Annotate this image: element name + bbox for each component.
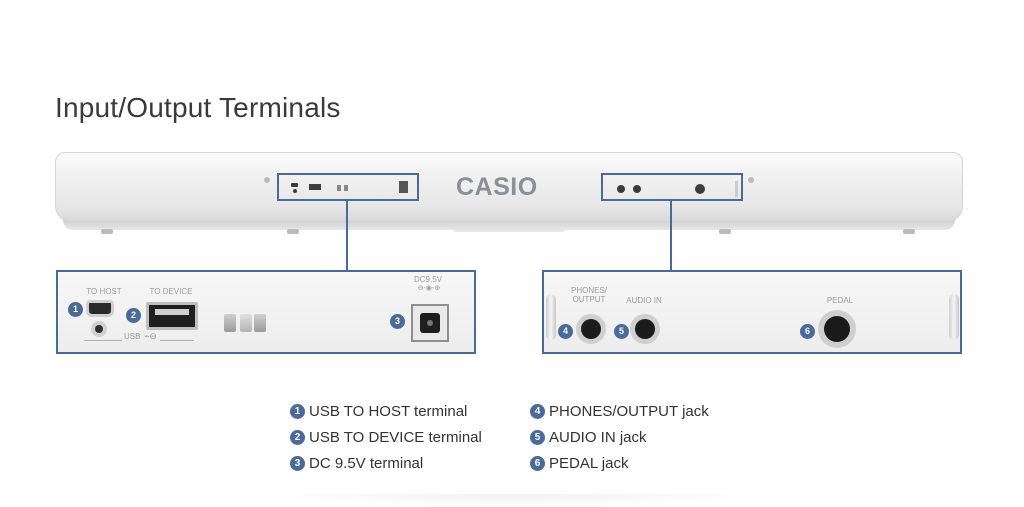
usb-a-port xyxy=(146,302,198,330)
keyboard-foot xyxy=(287,229,299,234)
connector-line-left xyxy=(346,200,348,270)
switch-grip xyxy=(240,314,252,332)
page-title: Input/Output Terminals xyxy=(55,92,341,123)
mini-pedal-jack xyxy=(695,184,705,194)
legend-number: 6 xyxy=(530,455,545,471)
badge-2: 2 xyxy=(126,308,141,323)
legend-right: 4 PHONES/OUTPUT jack 5 AUDIO IN jack 6 P… xyxy=(530,398,709,476)
mini-audio-jack xyxy=(633,185,641,193)
switch-grip xyxy=(254,314,266,332)
legend-left: 1 USB TO HOST terminal 2 USB TO DEVICE t… xyxy=(290,398,482,476)
pedal-label: PEDAL xyxy=(826,296,854,305)
dc-polarity-icon: ⊖-◉-⊕ xyxy=(417,285,441,292)
side-nub-right xyxy=(949,294,959,340)
screw xyxy=(264,177,270,183)
side-nub-left xyxy=(546,294,556,340)
legend-text: PEDAL jack xyxy=(549,454,629,472)
usb-symbol-icon: ⌁⊖ xyxy=(144,331,157,341)
legend-number: 4 xyxy=(530,403,545,419)
legend-text: DC 9.5V terminal xyxy=(309,454,424,472)
legend-text: USB TO DEVICE terminal xyxy=(309,428,482,446)
usb-bracket-left xyxy=(84,336,122,341)
bottom-shadow xyxy=(255,494,775,507)
audio-in-jack xyxy=(630,314,660,344)
mini-nub xyxy=(735,181,738,197)
left-detail-panel: TO HOST TO DEVICE DC9.5V ⊖-◉-⊕ 1 2 USB ⌁… xyxy=(56,270,476,354)
legend-item: 6 PEDAL jack xyxy=(530,450,709,476)
legend-item: 1 USB TO HOST terminal xyxy=(290,398,482,424)
mini-switch xyxy=(344,185,348,191)
badge-6: 6 xyxy=(800,324,815,339)
dc-jack xyxy=(411,304,449,342)
legend-number: 5 xyxy=(530,429,545,445)
legend-text: AUDIO IN jack xyxy=(549,428,647,446)
badge-4: 4 xyxy=(558,324,573,339)
micro-usb-port xyxy=(86,300,114,317)
right-detail-panel: PHONES/ OUTPUT AUDIO IN PEDAL 4 5 6 xyxy=(542,270,962,354)
legend-number: 1 xyxy=(290,403,305,419)
usb-bracket-right xyxy=(160,336,194,341)
phones-jack xyxy=(576,314,606,344)
connector-line-right xyxy=(670,200,672,270)
legend-item: 2 USB TO DEVICE terminal xyxy=(290,424,482,450)
audio-in-label: AUDIO IN xyxy=(626,296,662,305)
right-terminal-highlight xyxy=(601,173,743,201)
badge-5: 5 xyxy=(614,324,629,339)
legend-item: 3 DC 9.5V terminal xyxy=(290,450,482,476)
dc-label: DC9.5V xyxy=(413,275,442,284)
switch-grip xyxy=(224,314,236,332)
keyboard-foot xyxy=(903,229,915,234)
legend-item: 4 PHONES/OUTPUT jack xyxy=(530,398,709,424)
mini-switch xyxy=(337,185,341,191)
left-terminal-highlight xyxy=(277,173,419,201)
keyboard-center-foot xyxy=(451,220,567,232)
usb-caption: USB xyxy=(124,332,141,341)
to-device-label: TO DEVICE xyxy=(149,287,193,296)
badge-3: 3 xyxy=(390,314,405,329)
mini-micro-usb xyxy=(291,183,298,187)
legend-item: 5 AUDIO IN jack xyxy=(530,424,709,450)
phones-output-label: PHONES/ OUTPUT xyxy=(570,286,607,304)
keyboard-foot xyxy=(719,229,731,234)
keyboard-body: CASIO xyxy=(55,152,963,222)
screw xyxy=(748,177,754,183)
legend-text: PHONES/OUTPUT jack xyxy=(549,402,709,420)
mini-hole xyxy=(293,189,297,193)
mount-hole xyxy=(91,321,107,337)
keyboard-foot xyxy=(101,229,113,234)
mini-usb-a xyxy=(309,184,321,190)
mini-phones-jack xyxy=(617,185,625,193)
legend-text: USB TO HOST terminal xyxy=(309,402,468,420)
legend-number: 2 xyxy=(290,429,305,445)
keyboard-back-panel: CASIO xyxy=(55,152,963,234)
badge-1: 1 xyxy=(68,302,83,317)
pedal-jack xyxy=(818,310,856,348)
mini-dc-jack xyxy=(399,181,408,193)
to-host-label: TO HOST xyxy=(86,287,122,296)
legend-number: 3 xyxy=(290,455,305,471)
brand-logo: CASIO xyxy=(456,173,538,201)
